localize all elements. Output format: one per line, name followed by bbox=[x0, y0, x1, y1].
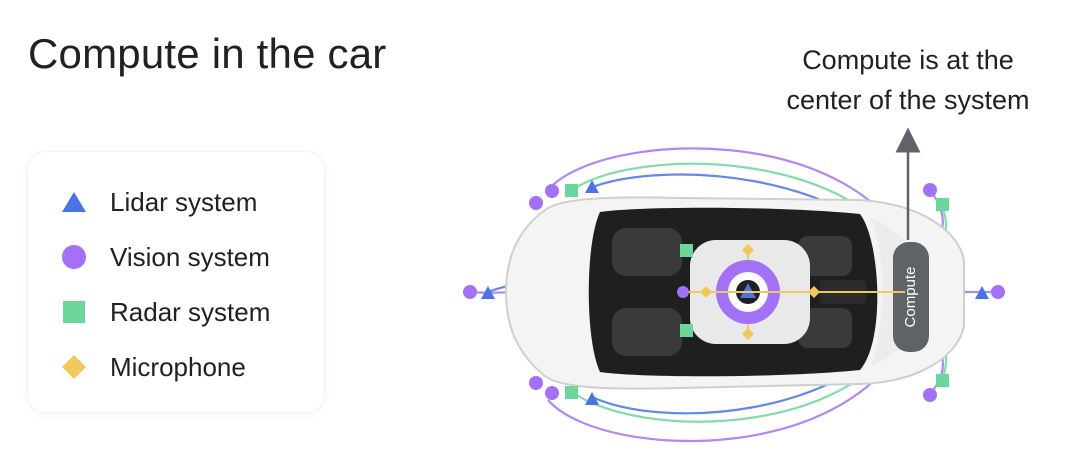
circle-icon bbox=[923, 388, 937, 402]
diamond-icon bbox=[742, 328, 754, 340]
square-icon bbox=[680, 244, 693, 257]
triangle-icon bbox=[975, 286, 989, 299]
circle-icon bbox=[677, 286, 689, 298]
triangle-icon bbox=[585, 180, 599, 193]
square-icon bbox=[680, 324, 693, 337]
square-icon bbox=[565, 184, 578, 197]
compute-label: Compute bbox=[902, 267, 919, 328]
square-icon bbox=[936, 374, 949, 387]
circle-icon bbox=[991, 285, 1005, 299]
legend-label: Lidar system bbox=[110, 186, 258, 217]
radar-sensors bbox=[565, 184, 949, 399]
legend-label: Radar system bbox=[110, 296, 271, 327]
circle-icon bbox=[529, 196, 543, 210]
triangle-icon bbox=[60, 188, 88, 216]
legend-item-microphone: Microphone bbox=[60, 349, 246, 385]
diamond-icon bbox=[742, 244, 754, 256]
legend-item-radar: Radar system bbox=[60, 294, 270, 330]
microphone-sensors bbox=[700, 244, 820, 340]
square-icon bbox=[60, 298, 88, 326]
legend-panel: Lidar system Vision system Radar system … bbox=[28, 152, 324, 412]
callout-text: Compute is at the center of the system bbox=[748, 40, 1068, 120]
triangle-icon bbox=[481, 286, 495, 299]
circle-icon bbox=[923, 183, 937, 197]
square-icon bbox=[565, 386, 578, 399]
callout-line-2: center of the system bbox=[786, 85, 1030, 115]
legend-item-vision: Vision system bbox=[60, 239, 270, 275]
lidar-sensors bbox=[481, 180, 989, 405]
circle-icon bbox=[529, 376, 543, 390]
diamond-icon bbox=[808, 286, 820, 298]
triangle-icon bbox=[585, 392, 599, 405]
legend-label: Microphone bbox=[110, 351, 246, 382]
circle-icon bbox=[545, 184, 559, 198]
square-icon bbox=[936, 198, 949, 211]
page-title: Compute in the car bbox=[28, 30, 387, 77]
legend-item-lidar: Lidar system bbox=[60, 184, 257, 220]
diamond-icon bbox=[700, 286, 712, 298]
circle-icon bbox=[60, 243, 88, 271]
legend-label: Vision system bbox=[110, 241, 270, 272]
diamond-icon bbox=[60, 353, 88, 381]
circle-icon bbox=[463, 285, 477, 299]
callout-line-1: Compute is at the bbox=[802, 45, 1014, 75]
compute-unit: Compute bbox=[893, 242, 929, 352]
circle-icon bbox=[545, 386, 559, 400]
vision-sensors bbox=[463, 183, 1005, 402]
